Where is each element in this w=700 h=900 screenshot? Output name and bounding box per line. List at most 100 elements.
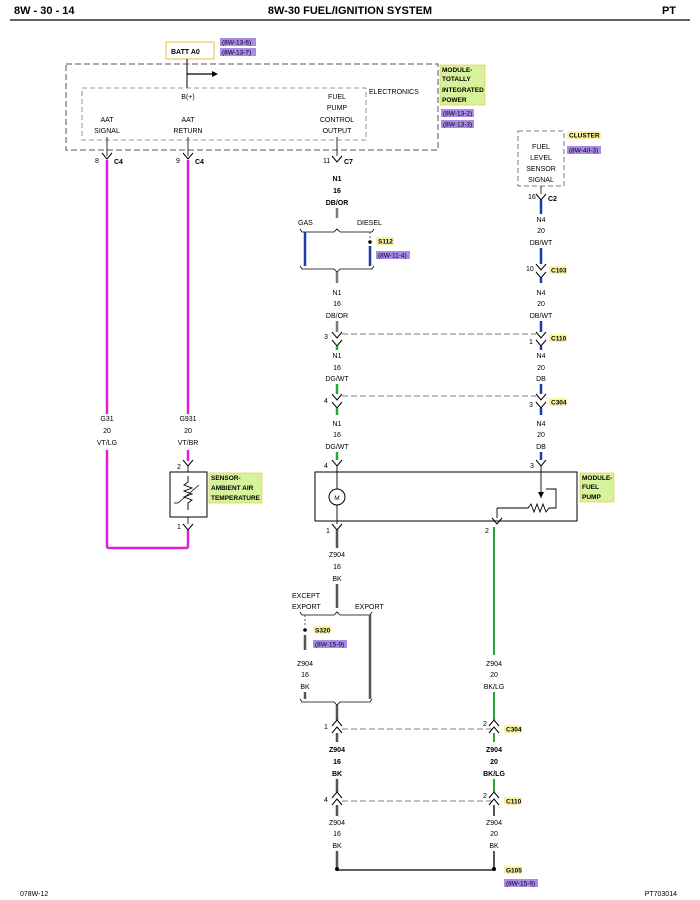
z904d-name: Z904: [329, 820, 345, 827]
g31-color: VT/LG: [97, 440, 117, 447]
c304b-left: 1: [324, 724, 328, 731]
n1-circuit: N1 16 DB/OR GAS DIESEL S112 (8W-11-4) N1…: [298, 176, 536, 470]
footer-right: PT703014: [645, 891, 677, 898]
z904f-gauge: 20: [490, 759, 498, 766]
z904-left-circuit: Z904 16 BK EXCEPT EXPORT EXPORT S320 (8W…: [292, 530, 493, 871]
g105-tag[interactable]: G105: [506, 868, 522, 875]
g931-color: VT/BR: [178, 440, 199, 447]
tipm-ref-2[interactable]: (8W-13-3): [443, 122, 472, 129]
g105-ref[interactable]: (8W-15-9): [506, 881, 535, 888]
tipm-tag-2: TOTALLY: [442, 76, 471, 83]
gas-diesel-top-brace: [299, 228, 375, 233]
pump-motor-label: M: [334, 495, 339, 502]
fp-out-4: OUTPUT: [323, 128, 353, 135]
c304-right-chevrons: [535, 393, 547, 409]
s112-ref-box: [376, 251, 410, 259]
z904a-color: BK: [332, 576, 342, 583]
c103-pin: 10: [526, 266, 534, 273]
s112-ref[interactable]: (8W-11-4): [378, 253, 407, 260]
c304-left-chevrons: [331, 393, 343, 409]
aat-signal-1: AAT: [100, 117, 114, 124]
s320-tag[interactable]: S320: [315, 628, 331, 635]
tipm-outline: [65, 63, 439, 151]
batt-ref-2[interactable]: (8W-13-7): [222, 50, 251, 57]
c110-tag[interactable]: C110: [551, 336, 567, 343]
cluster-tag: CLUSTER: [569, 133, 600, 140]
batt-ref-box-1: [220, 38, 256, 46]
export-brace: [299, 611, 373, 616]
header-left: 8W - 30 - 14: [14, 5, 75, 17]
s320-tag-box: [313, 626, 331, 634]
c103-tag-box: [549, 266, 567, 274]
z904b-name: Z904: [297, 661, 313, 668]
sensor-tag-2: AMBIENT AIR: [211, 485, 254, 492]
cluster-sensor-2: LEVEL: [530, 155, 552, 162]
page-header: 8W - 30 - 14 8W-30 FUEL/IGNITION SYSTEM …: [10, 5, 690, 21]
n1b-name: N1: [333, 290, 342, 297]
c110-right-chevrons: [535, 331, 547, 347]
s320-ref-box: [313, 640, 347, 648]
c110-left-chevrons: [331, 331, 343, 347]
c110b-tag[interactable]: C110: [506, 799, 522, 806]
c110b-right-chevrons: [488, 791, 500, 806]
sensor-pin-top: 2: [177, 464, 181, 471]
cluster-ref[interactable]: (8W-40-3): [569, 148, 598, 155]
n1d-name: N1: [333, 421, 342, 428]
cluster-tag-box: [567, 131, 601, 139]
g931-label-bg: [173, 414, 203, 450]
batt-label: BATT A0: [171, 49, 200, 56]
aat-return-1: AAT: [181, 117, 195, 124]
n4b-color: DB/WT: [530, 313, 553, 320]
fp-conn: C7: [344, 159, 353, 166]
c304-tag[interactable]: C304: [551, 400, 567, 407]
c2-chevron: [535, 193, 547, 201]
n4c-name: N4: [537, 353, 546, 360]
c103-tag[interactable]: C103: [551, 268, 567, 275]
aat-signal-2: SIGNAL: [94, 128, 120, 135]
n4d-name: N4: [537, 421, 546, 428]
s112-tag-box: [376, 237, 394, 245]
n1d-color: DG/WT: [325, 444, 349, 451]
pump-tag-1: MODULE-: [582, 475, 612, 482]
n1c-color: DG/WT: [325, 376, 349, 383]
n1a-gauge: 16: [333, 188, 341, 195]
s112-splice-dot: [368, 240, 372, 244]
aat-circuit: G31 20 VT/LG G931 20 VT/BR: [92, 160, 203, 550]
tipm-module: ELECTRONICS MODULE- TOTALLY INTEGRATED P…: [65, 63, 486, 156]
pump-out-left: 1: [326, 528, 330, 535]
g105-ref-box: [504, 879, 538, 887]
z904a-name: Z904: [329, 552, 345, 559]
batt-ref-1[interactable]: (8W-13-6): [222, 40, 251, 47]
electronics-label: ELECTRONICS: [369, 89, 419, 96]
n1b-color: DB/OR: [326, 313, 348, 320]
s112-tag[interactable]: S112: [378, 239, 393, 246]
fp-out-2: PUMP: [327, 105, 348, 112]
tipm-ref-box-1: [441, 109, 474, 117]
n1b-gauge: 16: [333, 301, 341, 308]
n4b-gauge: 20: [537, 301, 545, 308]
z904f-color: BK/LG: [483, 771, 505, 778]
c304b-right-chevrons: [488, 719, 500, 734]
aat-ret-pin-chevron: [182, 152, 194, 160]
except-export-1: EXCEPT: [292, 593, 321, 600]
n4c-gauge: 20: [537, 365, 545, 372]
tipm-ref-1[interactable]: (8W-13-2): [443, 111, 472, 118]
export-merge-brace: [299, 698, 373, 706]
c2-conn: C2: [548, 196, 557, 203]
tipm-pins: 8 C4 9 C4 11 C7: [95, 152, 353, 166]
cluster-sensor-4: SIGNAL: [528, 177, 554, 184]
z904d-color: BK: [332, 843, 342, 850]
n4d-gauge: 20: [537, 432, 545, 439]
pump-tag-box: [579, 472, 615, 503]
n1d-gauge: 16: [333, 432, 341, 439]
c304b-tag[interactable]: C304: [506, 727, 522, 734]
z904c-color: BK: [332, 771, 342, 778]
g31-gauge: 20: [103, 428, 111, 435]
diesel-label: DIESEL: [357, 220, 382, 227]
fp-pin-chevron: [331, 155, 343, 163]
s320-ref[interactable]: (8W-15-9): [315, 642, 344, 649]
sender-wiper-arrow: [538, 492, 544, 498]
fp-out-3: CONTROL: [320, 117, 354, 124]
cluster-sensor-1: FUEL: [532, 144, 550, 151]
